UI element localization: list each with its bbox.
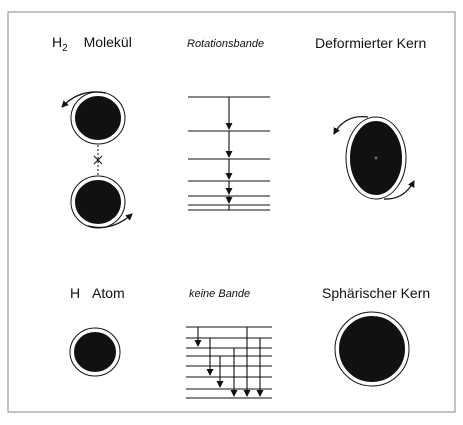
spherical-nucleus-label: Sphärischer Kern (322, 285, 431, 301)
h2-symbol: H (52, 34, 63, 50)
h2-atom-bottom (73, 178, 123, 226)
h2-rotation-arrow-bottom (87, 213, 133, 229)
h-atom-word: Atom (92, 285, 125, 301)
h-atom-label: H Atom (70, 285, 125, 301)
irregular-transitions (194, 327, 264, 397)
deformed-nucleus-label: Deformierter Kern (315, 35, 427, 51)
h2-word: Molekül (83, 34, 132, 50)
h2-rotation-arrow-top (61, 91, 107, 108)
h-atom-symbol: H (70, 285, 81, 301)
h2-bond-center-mark (93, 155, 103, 165)
deformed-rotation-arrow-bottom (383, 180, 415, 200)
no-band-label: keine Bande (189, 288, 251, 300)
deformed-nucleus-center (374, 156, 378, 160)
h2-subscript: 2 (62, 42, 68, 54)
h2-molecule (61, 91, 133, 229)
deformed-rotation-arrow-top (333, 115, 369, 135)
deformed-nucleus (333, 115, 415, 200)
h-atom (69, 327, 121, 377)
irregular-levels (186, 326, 272, 399)
spherical-nucleus-ring (334, 311, 410, 387)
h2-molecule-label: H2 Molekül (52, 34, 132, 54)
deformed-nucleus-ring (345, 116, 407, 200)
rotational-band-label: Rotationsbande (187, 38, 265, 50)
h2-atom-top (73, 94, 123, 142)
spherical-nucleus (334, 311, 410, 387)
spherical-nucleus-body (337, 314, 407, 384)
h-atom-body (72, 330, 118, 374)
h-atom-ring (69, 327, 121, 377)
figure-frame (7, 11, 456, 413)
